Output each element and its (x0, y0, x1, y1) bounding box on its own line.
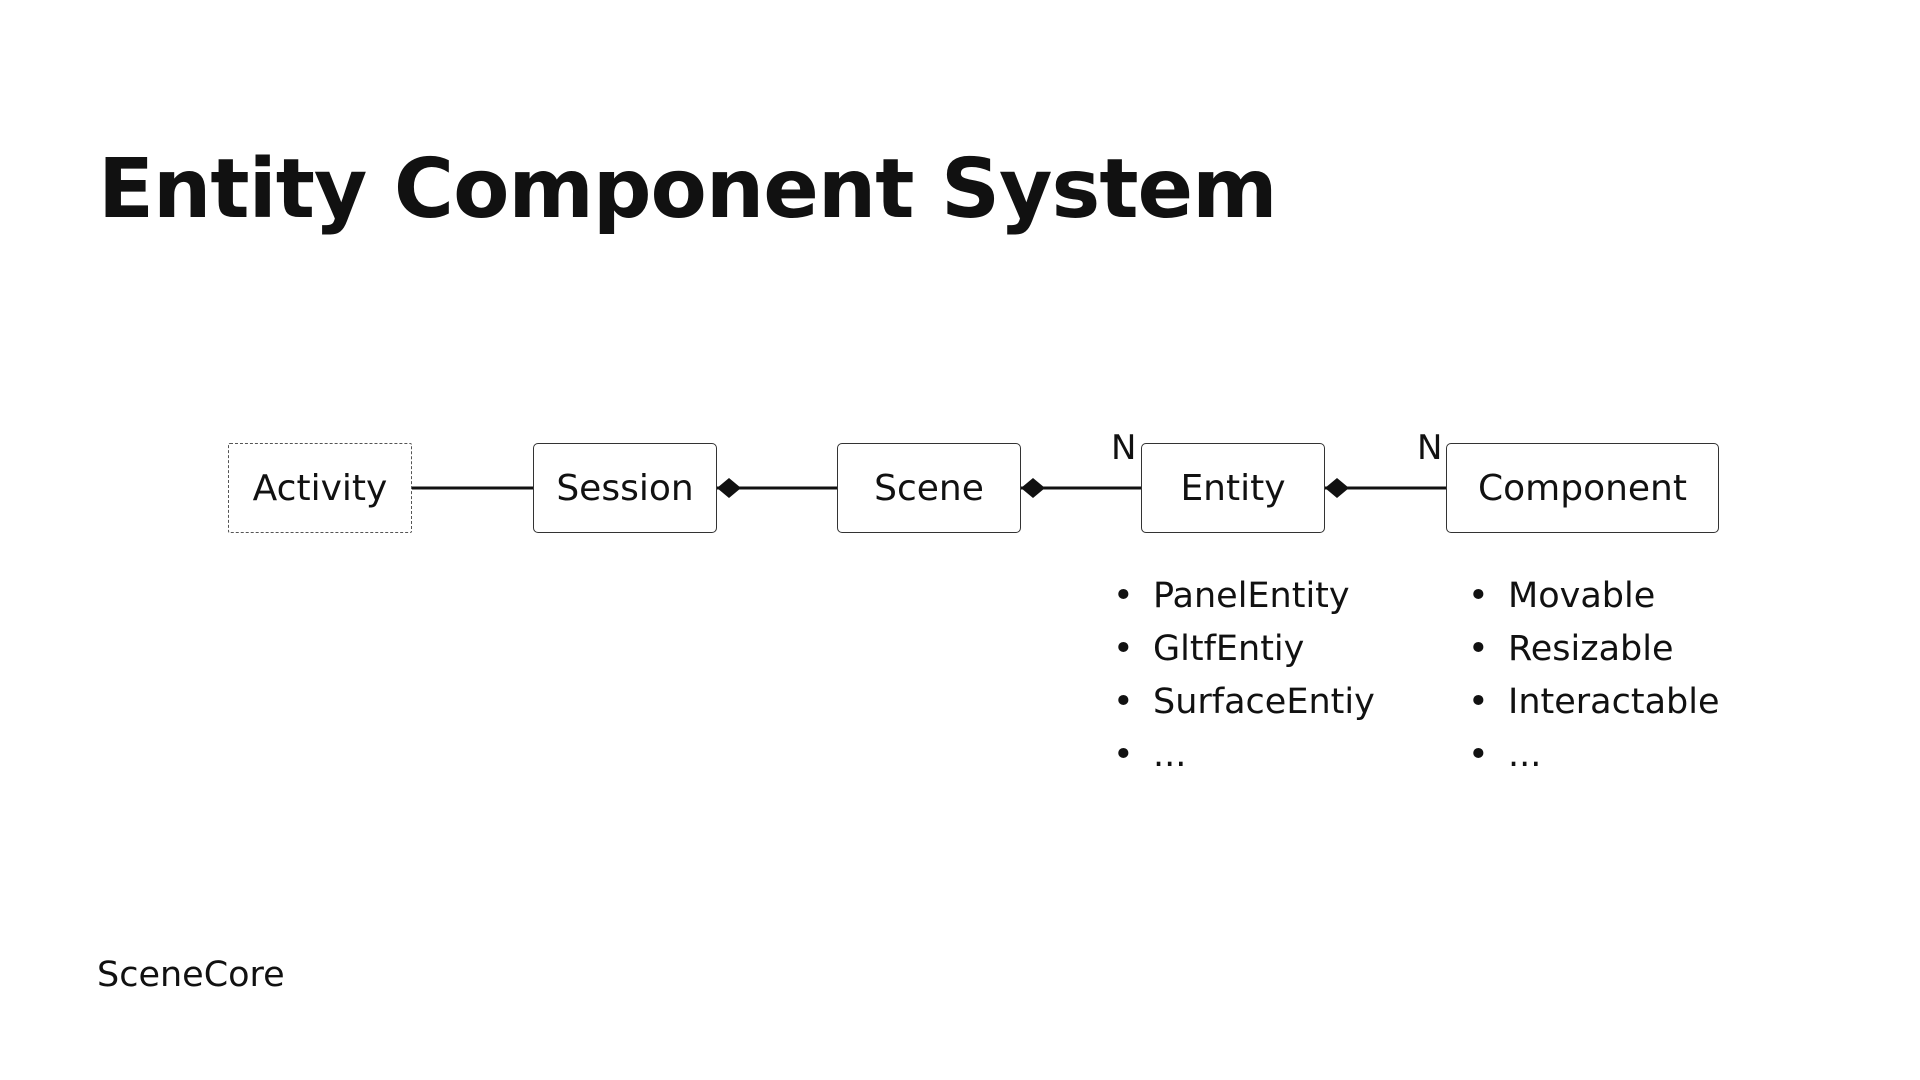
list-item: Interactable (1468, 676, 1720, 729)
entity-types-list: PanelEntity GltfEntiy SurfaceEntiy ... (1113, 570, 1375, 782)
node-session: Session (533, 443, 717, 533)
footer-label: SceneCore (97, 955, 285, 995)
node-scene: Scene (837, 443, 1021, 533)
node-entity: Entity (1141, 443, 1325, 533)
page-title: Entity Component System (98, 142, 1278, 237)
composition-diamond-scene (1021, 478, 1045, 498)
list-item: ... (1468, 729, 1720, 782)
node-component: Component (1446, 443, 1719, 533)
node-activity: Activity (228, 443, 412, 533)
list-item: PanelEntity (1113, 570, 1375, 623)
multiplicity-component: N (1417, 428, 1443, 468)
list-item: Movable (1468, 570, 1720, 623)
composition-diamond-session (717, 478, 741, 498)
composition-diamond-entity (1325, 478, 1349, 498)
list-item: SurfaceEntiy (1113, 676, 1375, 729)
multiplicity-entity: N (1111, 428, 1137, 468)
list-item: Resizable (1468, 623, 1720, 676)
list-item: ... (1113, 729, 1375, 782)
component-types-list: Movable Resizable Interactable ... (1468, 570, 1720, 782)
list-item: GltfEntiy (1113, 623, 1375, 676)
